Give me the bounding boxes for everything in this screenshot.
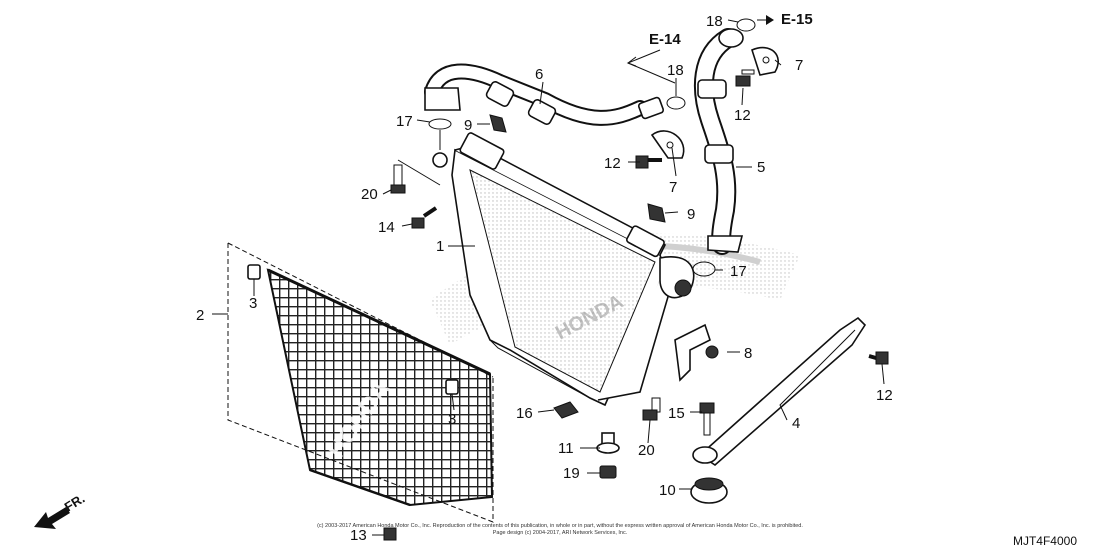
- callout-7-upper: 7: [795, 57, 803, 74]
- bolt-15: [699, 402, 715, 436]
- stay-7-upper: [751, 46, 779, 76]
- callout-12-left: 12: [604, 155, 621, 172]
- callout-2: 2: [196, 307, 204, 324]
- diagram-part-code: MJT4F4000: [1013, 534, 1077, 548]
- callout-9-upper: 9: [464, 117, 472, 134]
- bracket-8: [674, 323, 719, 382]
- reference-e15: E-15: [757, 11, 813, 28]
- callout-20-lower: 20: [638, 442, 655, 459]
- nut-19: [599, 465, 617, 479]
- stay-7-lower: [650, 130, 685, 159]
- callout-13: 13: [350, 527, 367, 544]
- callout-12-right: 12: [876, 387, 893, 404]
- callout-3-lower: 3: [448, 411, 456, 428]
- bolt-20-lower: [642, 397, 661, 421]
- callout-17-left: 17: [396, 113, 413, 130]
- bolt-12-upper: [735, 69, 755, 87]
- copyright-line-2: Page design (c) 2004-2017, ARI Network S…: [493, 530, 628, 536]
- callout-1: 1: [436, 238, 444, 255]
- reference-e14: E-14: [626, 31, 681, 84]
- bolt-14: [411, 206, 438, 229]
- callout-8: 8: [744, 345, 752, 362]
- callouts: 1 2 3 3 4 5 6 7 7 8 9 9 10 11 12 12 12 1…: [196, 13, 893, 544]
- callout-18-upper: 18: [706, 13, 723, 30]
- copyright-line-1: (c) 2003-2017 American Honda Motor Co., …: [317, 523, 803, 529]
- callout-11: 11: [558, 440, 574, 457]
- bolt-12-right: [868, 351, 889, 365]
- o-ring-17-right: [692, 261, 716, 277]
- callout-6: 6: [535, 66, 543, 83]
- grommet-3-upper: [247, 264, 261, 280]
- front-direction-arrow: FR.: [34, 491, 87, 529]
- o-ring-18-upper: [736, 18, 756, 32]
- callout-12-upper: 12: [734, 107, 751, 124]
- callout-15: 15: [668, 405, 685, 422]
- radiator-core: HONDA: [432, 132, 695, 407]
- ref-e14-label: E-14: [649, 31, 681, 48]
- callout-10: 10: [659, 482, 676, 499]
- grommet-3-lower: [445, 379, 459, 395]
- callout-5: 5: [757, 159, 765, 176]
- ref-e15-label: E-15: [781, 11, 813, 28]
- bolt-20-upper: [390, 164, 406, 194]
- hose-clip-9-upper: [489, 114, 507, 133]
- upper-left-hose: [424, 63, 665, 126]
- hose-clip-9-lower: [647, 203, 666, 223]
- callout-16: 16: [516, 405, 533, 422]
- screw-13: [383, 527, 397, 541]
- callout-20-upper: 20: [361, 186, 378, 203]
- right-hose: [693, 28, 744, 255]
- o-ring-18-lower: [666, 96, 686, 110]
- rubber-mount-10: [690, 477, 728, 504]
- callout-14: 14: [378, 219, 395, 236]
- o-ring-17-left: [428, 118, 452, 130]
- callout-7-lower: 7: [669, 179, 677, 196]
- radiator-stay-4: [692, 316, 867, 467]
- radiator-grille: HONDA: [266, 268, 494, 507]
- grille-assembly-bracket: [227, 242, 494, 523]
- callout-17-right: 17: [730, 263, 747, 280]
- callout-4: 4: [792, 415, 800, 432]
- callout-3-upper: 3: [249, 295, 257, 312]
- callout-9-lower: 9: [687, 206, 695, 223]
- leader-lines: [212, 19, 885, 536]
- callout-18-lower: 18: [667, 62, 684, 79]
- collar-11: [596, 432, 620, 454]
- callout-19: 19: [563, 465, 580, 482]
- nut-16: [553, 401, 579, 419]
